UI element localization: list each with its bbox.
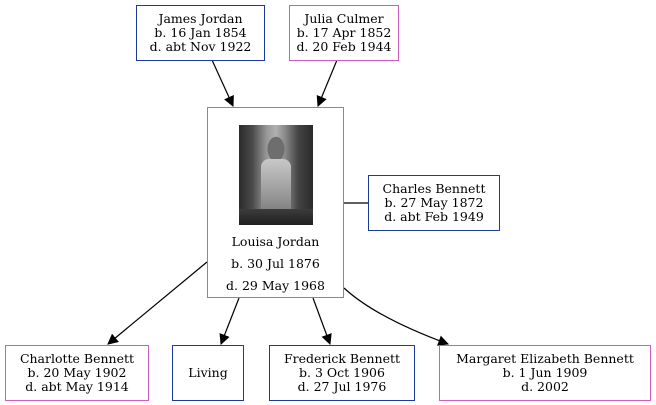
- edge-focus-to-child-4: [343, 287, 450, 346]
- spouse-birth: b. 27 May 1872: [384, 195, 484, 210]
- focus-person-box[interactable]: Louisa Jordan b. 30 Jul 1876 d. 29 May 1…: [207, 107, 344, 298]
- child-box-1[interactable]: Charlotte Bennett b. 20 May 1902 d. abt …: [5, 345, 149, 401]
- mother-box[interactable]: Julia Culmer b. 17 Apr 1852 d. 20 Feb 19…: [289, 5, 399, 61]
- child-1-name: Charlotte Bennett: [19, 351, 135, 366]
- child-box-4[interactable]: Margaret Elizabeth Bennett b. 1 Jun 1909…: [439, 345, 651, 401]
- spouse-box[interactable]: Charles Bennett b. 27 May 1872 d. abt Fe…: [368, 175, 500, 231]
- edge-father-to-focus: [211, 59, 234, 107]
- edge-focus-to-child-1: [107, 261, 208, 345]
- child-1-birth: b. 20 May 1902: [27, 365, 127, 380]
- mother-death: d. 20 Feb 1944: [296, 39, 392, 54]
- child-1-death: d. abt May 1914: [25, 379, 129, 394]
- child-2-name: Living: [188, 365, 228, 380]
- edge-mother-to-focus: [316, 59, 338, 107]
- child-3-death: d. 27 Jul 1976: [297, 379, 387, 394]
- focus-death: d. 29 May 1968: [226, 278, 325, 293]
- father-box[interactable]: James Jordan b. 16 Jan 1854 d. abt Nov 1…: [136, 5, 265, 61]
- focus-birth: b. 30 Jul 1876: [231, 256, 320, 271]
- child-3-name: Frederick Bennett: [283, 351, 401, 366]
- focus-name: Louisa Jordan: [231, 234, 320, 249]
- child-4-birth: b. 1 Jun 1909: [502, 365, 588, 380]
- child-3-birth: b. 3 Oct 1906: [299, 365, 385, 380]
- father-birth: b. 16 Jan 1854: [154, 25, 247, 40]
- spouse-death: d. abt Feb 1949: [384, 209, 484, 224]
- spouse-name: Charles Bennett: [382, 181, 486, 196]
- mother-name: Julia Culmer: [304, 11, 384, 26]
- edge-focus-to-child-2: [219, 297, 240, 346]
- edge-focus-to-child-3: [312, 297, 332, 346]
- child-4-name: Margaret Elizabeth Bennett: [456, 351, 634, 366]
- mother-birth: b. 17 Apr 1852: [296, 25, 392, 40]
- father-name: James Jordan: [158, 11, 243, 26]
- portrait-photo: [238, 125, 313, 225]
- child-box-3[interactable]: Frederick Bennett b. 3 Oct 1906 d. 27 Ju…: [269, 345, 415, 401]
- father-death: d. abt Nov 1922: [149, 39, 252, 54]
- child-4-death: d. 2002: [521, 379, 569, 394]
- child-box-2[interactable]: Living: [172, 345, 244, 401]
